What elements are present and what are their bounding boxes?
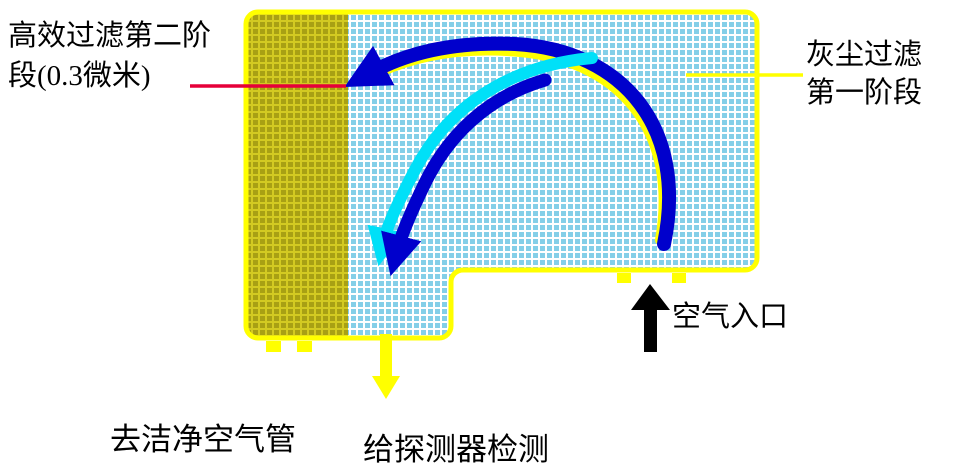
dust-stage-label: 灰尘过滤 第一阶段 [806, 36, 922, 112]
clean-air-pipe-label: 去洁净空气管 [110, 422, 296, 457]
clean-air-outlet-arrow [372, 334, 400, 399]
clean-air-arrow-shaft [380, 334, 392, 378]
mount-tab-left-2 [297, 341, 312, 352]
hepa-stage-label-line1: 高效过滤第二阶 [8, 20, 212, 52]
mount-tab-left-1 [266, 341, 281, 352]
air-inlet-arrow [631, 284, 670, 352]
main-airflow-arrow-blue [344, 36, 677, 251]
dust-stage-label-line2: 第一阶段 [806, 77, 923, 109]
hepa-stage-label: 高效过滤第二阶 段(0.3微米) [8, 16, 211, 96]
hepa-filter-region [246, 12, 348, 338]
mount-tab-right-1 [617, 273, 631, 283]
air-inlet-arrow-head [631, 284, 670, 310]
mount-tab-right-2 [672, 273, 686, 283]
hepa-stage-label-line2: 段(0.3微米) [8, 60, 151, 92]
clean-air-arrow-head [372, 376, 400, 399]
to-detector-label: 给探测器检测 [363, 432, 549, 467]
air-inlet-label: 空气入口 [672, 301, 789, 333]
dust-stage-label-line1: 灰尘过滤 [806, 39, 923, 71]
air-inlet-arrow-shaft [644, 306, 657, 352]
housing-outline [243, 9, 760, 341]
sample-airflow-arrow-cyan [367, 52, 598, 267]
inner-airflow-arrow-blue [381, 73, 552, 277]
